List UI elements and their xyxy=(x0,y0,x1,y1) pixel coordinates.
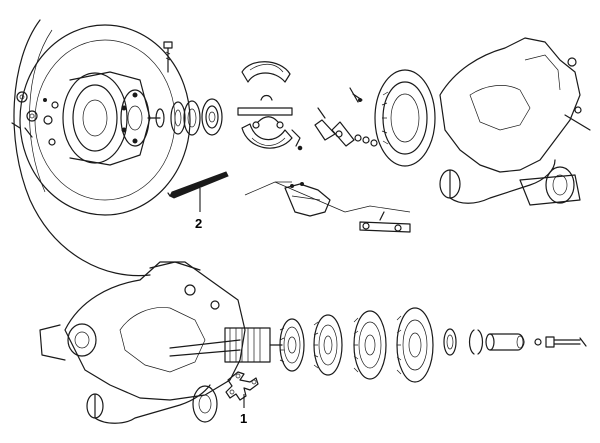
bearing-1 xyxy=(170,101,186,135)
callout-2-label: 2 xyxy=(195,216,202,231)
pin-bolt xyxy=(545,336,587,348)
assembly-leader-lines xyxy=(244,181,411,213)
brake-drum xyxy=(13,19,191,277)
callout-1-label: 1 xyxy=(240,411,247,426)
shaft-spacer xyxy=(147,108,165,128)
brake-pin xyxy=(349,87,363,103)
spacer-ring xyxy=(443,328,457,356)
cable-connector xyxy=(359,211,411,233)
gear-4 xyxy=(396,307,434,383)
wheel-nuts xyxy=(11,91,59,146)
brake-cable-clip xyxy=(284,182,331,217)
brake-spring xyxy=(260,94,303,151)
hub-bolt xyxy=(163,41,173,73)
swingarm-housing-top xyxy=(439,37,591,206)
hub-flange xyxy=(120,89,150,147)
axle-pin xyxy=(167,171,229,199)
circlip xyxy=(468,329,484,355)
gear-2 xyxy=(313,314,343,376)
bearing-2 xyxy=(183,98,223,136)
washer xyxy=(534,338,542,346)
gear-3 xyxy=(353,310,387,380)
spider-fitting xyxy=(225,371,259,401)
output-shaft xyxy=(169,327,283,363)
gearbox-housing xyxy=(39,261,246,424)
brake-washers xyxy=(354,134,378,147)
bushing xyxy=(485,333,525,351)
brake-backplate xyxy=(374,69,436,167)
gear-1 xyxy=(279,318,305,372)
brake-shoe-lower xyxy=(241,116,293,149)
brake-shoe-upper xyxy=(237,61,293,116)
brake-lever xyxy=(314,107,355,147)
